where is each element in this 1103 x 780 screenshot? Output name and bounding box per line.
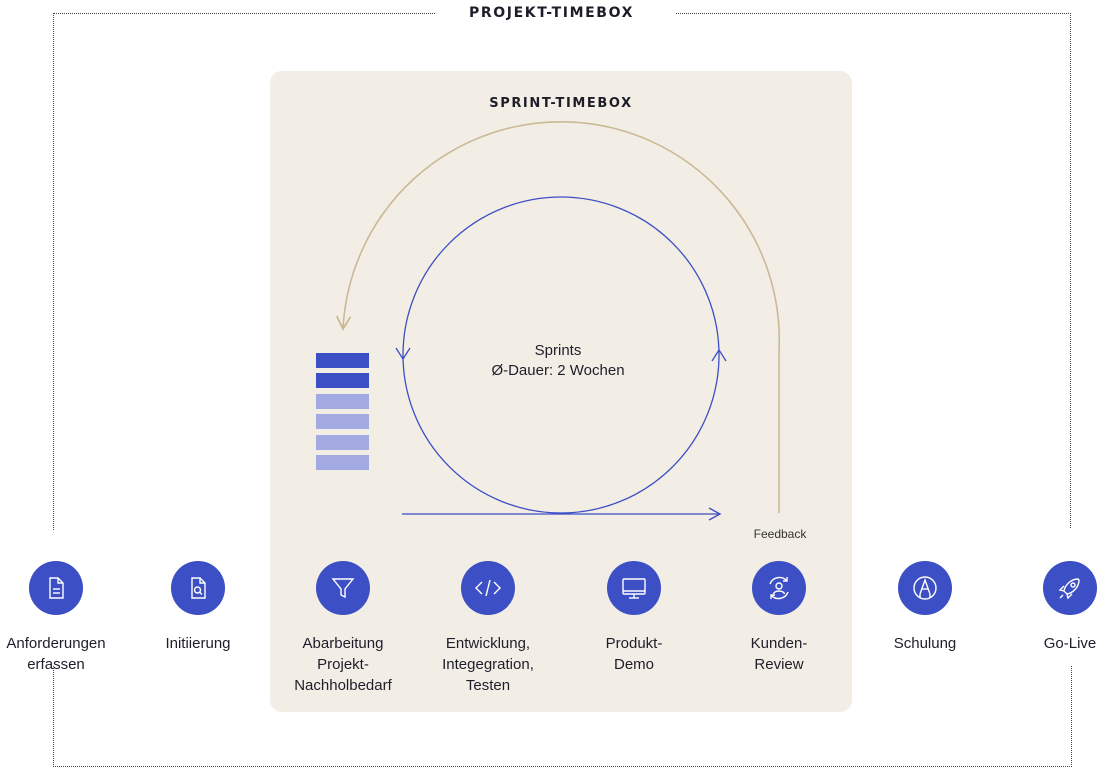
backlog-item [316, 414, 369, 429]
sprint-cycle-circle [402, 196, 720, 514]
document-search-icon [171, 561, 225, 615]
step-label: Produkt- Demo [605, 635, 663, 673]
pen-nib-icon [898, 561, 952, 615]
step-label: Anforderungen erfassen [6, 635, 106, 673]
code-icon [461, 561, 515, 615]
step-label: Go-Live [1043, 635, 1097, 652]
project-timebox-frame-top-left [53, 13, 477, 530]
step-abarbeitung: Abarbeitung Projekt- Nachholbedarf [268, 561, 418, 696]
document-icon [29, 561, 83, 615]
backlog-item [316, 455, 369, 470]
user-cycle-icon [752, 561, 806, 615]
step-schulung: Schulung [850, 561, 1000, 654]
project-timebox-frame-top-right [676, 13, 1071, 528]
step-go-live: Go-Live [995, 561, 1103, 654]
step-initiierung: Initiierung [123, 561, 273, 654]
step-label: Abarbeitung Projekt- Nachholbedarf [294, 635, 392, 694]
backlog-item [316, 435, 369, 450]
sprint-timebox-title: SPRINT-TIMEBOX [489, 96, 633, 111]
step-label: Initiierung [165, 635, 231, 652]
sprint-cycle-label: Sprints Ø-Dauer: 2 Wochen [458, 341, 658, 381]
backlog-item [316, 394, 369, 409]
project-timebox-title: PROJEKT-TIMEBOX [0, 5, 1103, 21]
monitor-icon [607, 561, 661, 615]
sprint-cycle-label-line1: Sprints [534, 342, 582, 359]
backlog-item [316, 373, 369, 388]
feedback-label: Feedback [753, 527, 807, 541]
project-timebox-frame-bottom [53, 666, 1072, 767]
sprint-cycle-label-line2: Ø-Dauer: 2 Wochen [491, 362, 625, 379]
step-produkt-demo: Produkt- Demo [559, 561, 709, 675]
step-label: Schulung [893, 635, 957, 652]
rocket-icon [1043, 561, 1097, 615]
step-label: Kunden- Review [750, 635, 808, 673]
step-entwicklung: Entwicklung, Integegration, Testen [413, 561, 563, 696]
sprint-timebox-box [270, 71, 852, 712]
step-kunden-review: Kunden- Review [704, 561, 854, 675]
feedback-arc-arrow [335, 120, 781, 513]
cycle-arrowhead-right [711, 348, 727, 362]
cycle-arrowhead-left [395, 347, 411, 361]
backlog-item [316, 353, 369, 368]
step-anforderungen: Anforderungen erfassen [0, 561, 131, 675]
step-label: Entwicklung, Integegration, Testen [442, 635, 534, 694]
funnel-icon [316, 561, 370, 615]
